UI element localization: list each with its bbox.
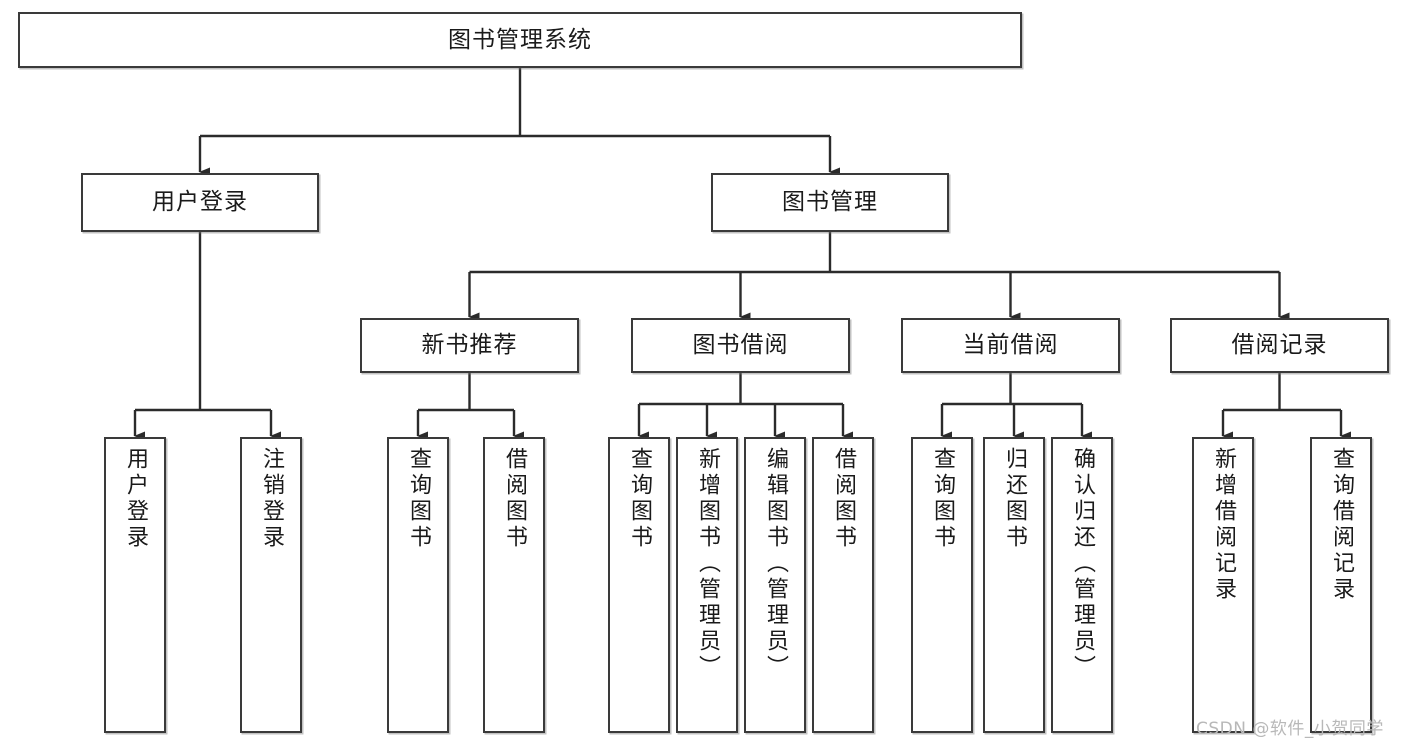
node-label: 图书借阅 [692,332,789,359]
node-l2_0[interactable]: 用户登录 [81,173,319,232]
node-l3_3[interactable]: 借阅记录 [1170,318,1389,373]
node-leaf_7[interactable]: 借阅图书 [812,437,874,733]
node-label: 查询借阅记录 [1329,447,1354,603]
node-leaf_5[interactable]: 新增图书（管理员） [676,437,738,733]
node-leaf_3[interactable]: 借阅图书 [483,437,545,733]
node-label: 借阅记录 [1231,332,1328,359]
node-label: 查询图书 [930,447,955,551]
node-l3_1[interactable]: 图书借阅 [631,318,850,373]
node-label: 查询图书 [406,447,431,551]
node-leaf_2[interactable]: 查询图书 [387,437,449,733]
connector-group [133,68,1351,441]
node-leaf_11[interactable]: 新增借阅记录 [1192,437,1254,733]
node-label: 图书管理 [782,189,878,216]
node-label: 归还图书 [1002,447,1027,551]
node-label: 借阅图书 [831,447,856,551]
node-label: 图书管理系统 [448,26,592,53]
node-leaf_0[interactable]: 用户登录 [104,437,166,733]
node-label: 确认归还（管理员） [1070,447,1095,681]
node-leaf_6[interactable]: 编辑图书（管理员） [744,437,806,733]
node-label: 借阅图书 [502,447,527,551]
node-label: 编辑图书（管理员） [763,447,788,681]
node-leaf_12[interactable]: 查询借阅记录 [1310,437,1372,733]
node-l2_1[interactable]: 图书管理 [711,173,949,232]
node-leaf_1[interactable]: 注销登录 [240,437,302,733]
node-label: 用户登录 [123,447,148,551]
node-leaf_8[interactable]: 查询图书 [911,437,973,733]
node-label: 新增借阅记录 [1211,447,1236,603]
node-l3_2[interactable]: 当前借阅 [901,318,1120,373]
node-label: 新增图书（管理员） [695,447,720,681]
node-l3_0[interactable]: 新书推荐 [360,318,579,373]
node-label: 用户登录 [152,189,248,216]
csdn-watermark: CSDN @软件_小贺同学 [1196,719,1384,739]
node-leaf_10[interactable]: 确认归还（管理员） [1051,437,1113,733]
node-leaf_9[interactable]: 归还图书 [983,437,1045,733]
node-label: 查询图书 [627,447,652,551]
node-label: 新书推荐 [421,332,518,359]
node-label: 注销登录 [259,447,284,551]
node-leaf_4[interactable]: 查询图书 [608,437,670,733]
node-root[interactable]: 图书管理系统 [18,12,1022,68]
node-label: 当前借阅 [962,332,1059,359]
